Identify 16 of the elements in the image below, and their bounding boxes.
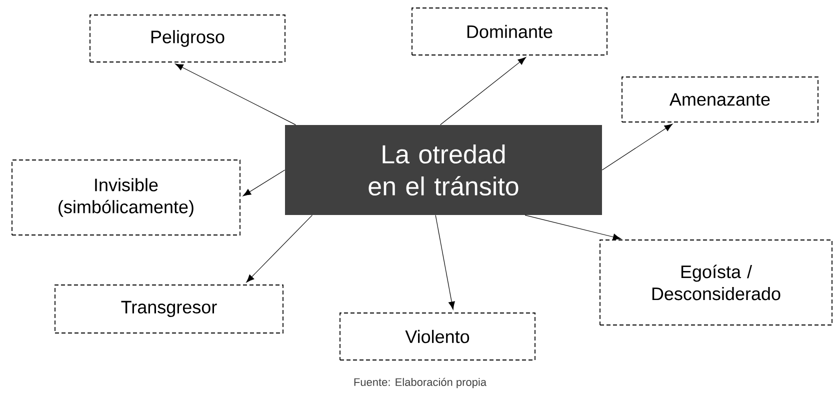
arrow — [440, 57, 526, 126]
concept-box: Invisible (simbólicamente) — [12, 160, 240, 236]
concept-box: Violento — [340, 312, 536, 360]
arrow — [246, 214, 313, 283]
concept-box: Egoísta / Desconsiderado — [600, 240, 832, 326]
concept-box: Peligroso — [90, 14, 286, 62]
arrow — [175, 64, 296, 126]
concept-box: Amenazante — [622, 76, 818, 122]
arrow — [435, 214, 455, 310]
caption: Fuente: Elaboración propia — [354, 378, 487, 388]
topic-box: La otredad en el tránsito — [285, 125, 602, 215]
concept-box: Dominante — [412, 8, 608, 56]
arrow — [524, 214, 622, 240]
concept-box: Transgresor — [54, 284, 284, 334]
arrow — [602, 124, 673, 170]
arrow — [242, 170, 286, 196]
